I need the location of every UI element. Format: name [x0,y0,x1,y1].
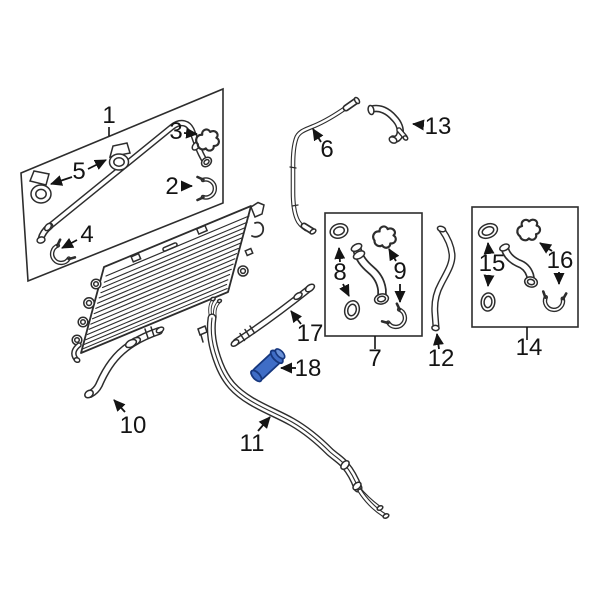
radiator-fins [85,221,248,341]
clip-3 [193,127,222,153]
hose-12 [431,225,456,332]
part-label-17[interactable]: 17 [297,320,324,347]
o-ring-8-bottom [343,299,361,321]
part-label-4[interactable]: 4 [80,221,93,248]
part-label-10[interactable]: 10 [120,412,147,439]
part-label-14[interactable]: 14 [516,334,543,361]
part-label-15[interactable]: 15 [479,250,506,277]
part-label-2[interactable]: 2 [165,173,178,200]
box-7-group [324,212,423,337]
hose-assembly-1 [36,119,213,244]
clamp-9-top [370,223,400,251]
part-label-11[interactable]: 11 [240,430,265,457]
part-label-18[interactable]: 18 [295,355,322,382]
radiator-right-bracket [237,201,265,277]
part-label-6[interactable]: 6 [320,136,333,163]
o-ring-8-top [329,223,349,239]
radiator [71,201,265,364]
clamp-2 [198,177,215,200]
part-label-3[interactable]: 3 [169,118,182,145]
hose-14 [499,243,539,288]
part-label-5[interactable]: 5 [72,158,85,185]
part-label-16[interactable]: 16 [547,247,574,274]
part-label-12[interactable]: 12 [428,345,455,372]
o-ring-15-bottom [480,292,496,312]
clamp-9-bottom [382,304,410,333]
part-label-1[interactable]: 1 [102,102,115,129]
pipe-17 [230,283,316,347]
clamp-16-bottom [542,292,566,311]
hose-10 [84,326,165,399]
grommet-5-right [108,142,131,171]
tube-assembly-11 [197,296,390,519]
radiator-left-ports [71,278,102,364]
o-ring-15-top [477,222,499,240]
grommet-5-left [28,170,52,204]
tube-6 [289,96,361,235]
part-label-9[interactable]: 9 [393,258,406,285]
hose-13 [367,104,409,144]
part-label-7[interactable]: 7 [368,345,381,372]
part-label-13[interactable]: 13 [425,113,452,140]
part-label-8[interactable]: 8 [333,259,346,286]
box-1-group [20,87,224,283]
clamp-16-top [515,217,543,243]
part-18-highlighted[interactable] [248,346,287,384]
hose-7 [350,242,390,305]
box-14-group [471,206,579,328]
callout-arrows [50,119,565,432]
